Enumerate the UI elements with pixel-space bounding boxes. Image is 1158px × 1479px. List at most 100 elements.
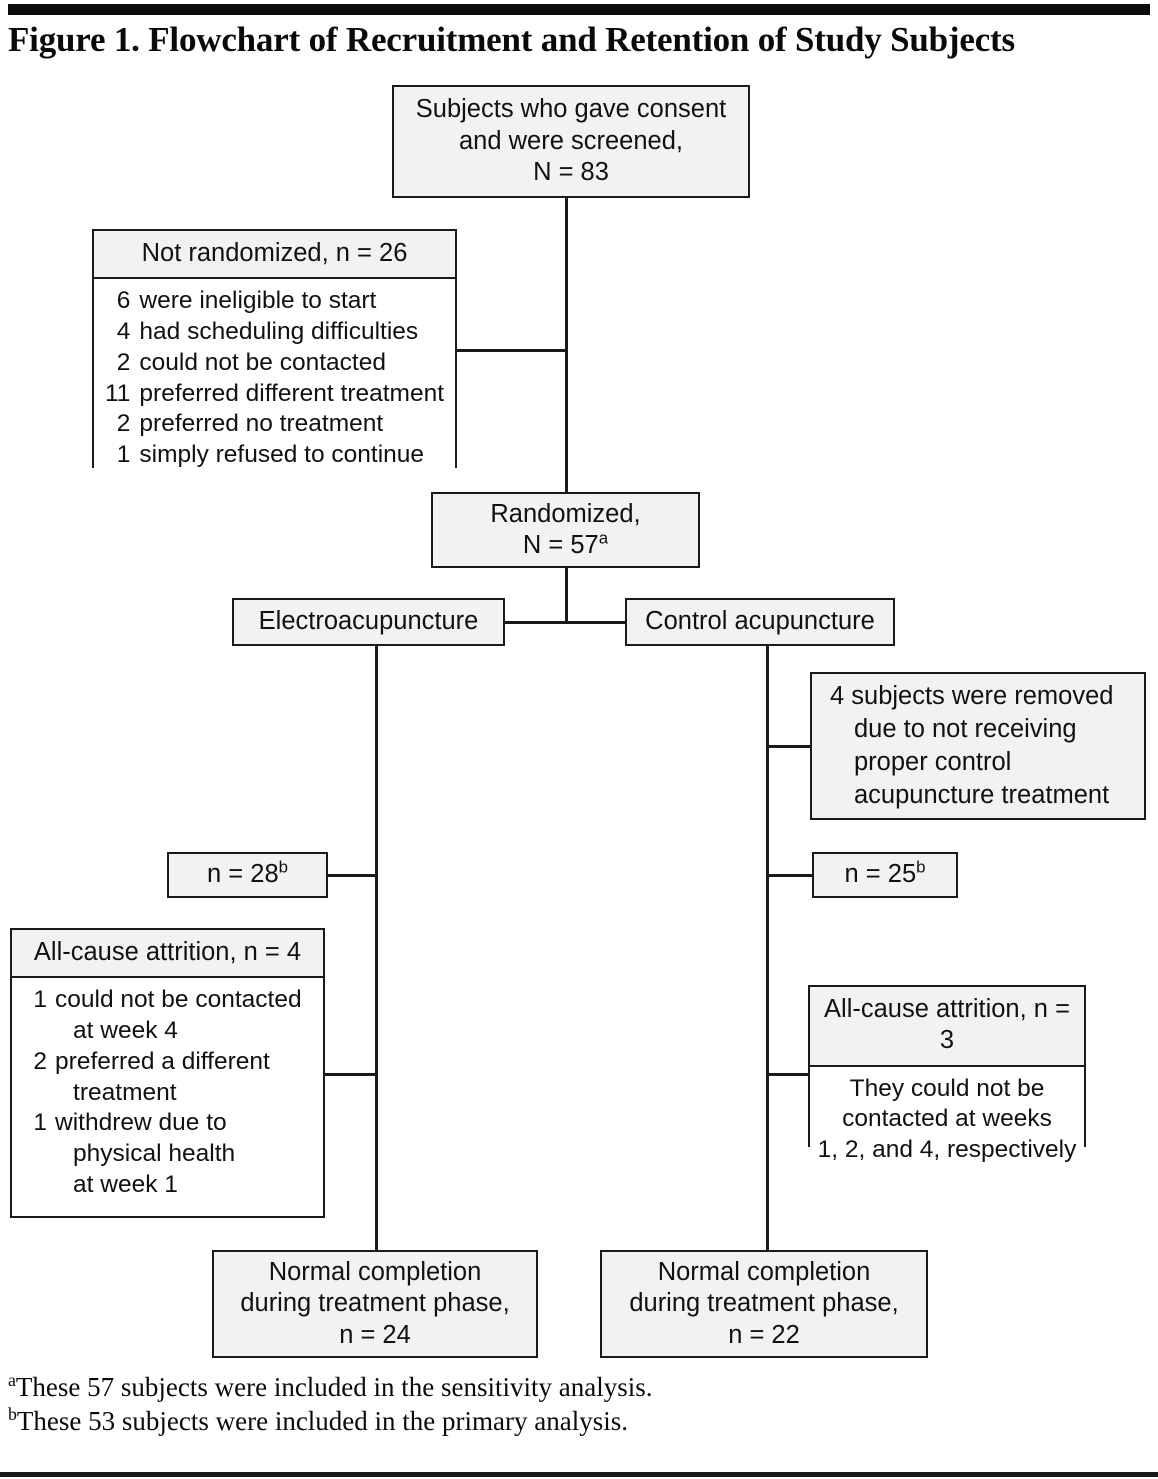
ea-attrition-header-line-1: All-cause attrition,: [33, 938, 237, 966]
ea-n-value: n = 28: [207, 860, 279, 889]
attrition-text-line: at week 1: [73, 1170, 178, 1198]
reason-text: had scheduling difficulties: [139, 318, 419, 346]
reason-row: 2 could not be contacted: [105, 348, 444, 379]
ea-attrition-header: All-cause attrition, n = 4: [12, 930, 323, 979]
ca-complete-line-2: during treatment phase,: [629, 1289, 899, 1318]
removed-control-text: 4 subjects were removed due to not recei…: [830, 680, 1113, 813]
ca-attrition-header: All-cause attrition, n = 3: [810, 987, 1084, 1067]
figure-title: Figure 1. Flowchart of Recruitment and R…: [8, 20, 1015, 59]
ca-attrition-body-line-1: They could not be: [849, 1074, 1045, 1102]
footnote-b-text: These 53 subjects were included in the p…: [16, 1406, 628, 1437]
ca-complete-line-1: Normal completion: [657, 1257, 871, 1286]
removed-control-line-4: acupuncture treatment: [854, 781, 1110, 810]
footnote-marker-b: b: [278, 857, 288, 877]
reason-text: preferred different treatment: [139, 379, 445, 407]
attrition-text-line: could not be contacted: [55, 986, 302, 1014]
ea-attrition-header-line-2: n = 4: [243, 938, 302, 966]
attrition-text-line: preferred a different: [55, 1047, 270, 1075]
ca-attrition-body: They could not be contacted at weeks 1, …: [810, 1066, 1084, 1174]
box-ca-n: n = 25b: [812, 852, 958, 898]
reason-count: 2: [116, 348, 131, 376]
reason-count: 4: [116, 318, 131, 346]
screened-line-1: Subjects who gave consent: [415, 95, 727, 124]
footnote-b-marker: b: [8, 1404, 17, 1425]
reason-text: preferred no treatment: [139, 410, 384, 438]
ca-complete-line-3: n = 22: [728, 1320, 800, 1349]
box-subjects-screened: Subjects who gave consent and were scree…: [392, 85, 750, 198]
reason-text: were ineligible to start: [139, 287, 377, 315]
ea-complete-line-1: Normal completion: [268, 1257, 482, 1286]
removed-control-line-2: due to not receiving: [854, 714, 1077, 743]
randomized-line-1: Randomized,: [490, 499, 641, 528]
footnote-marker-b: b: [916, 857, 926, 877]
reason-text: simply refused to continue: [139, 441, 425, 469]
connector-ca-spine-to-removed: [766, 745, 812, 748]
footnote-a-text: These 57 subjects were included in the s…: [15, 1372, 653, 1402]
box-ea-n: n = 28b: [167, 852, 328, 898]
box-randomized: Randomized, N = 57a: [431, 492, 700, 568]
connector-arm-split-bar: [505, 621, 627, 624]
not-randomized-reason-list: 6 were ineligible to start 4 had schedul…: [105, 286, 444, 470]
connector-randomized-to-arms: [565, 568, 568, 622]
box-not-randomized: Not randomized, n = 26 6 were ineligible…: [92, 229, 457, 479]
screened-line-3: N = 83: [533, 158, 609, 187]
attrition-text-line: physical health: [73, 1140, 236, 1168]
attrition-reason-row: 1 could not be contacted at week 4: [33, 985, 301, 1046]
bottom-rule: [0, 1472, 1158, 1477]
connector-ca-n-to-spine: [766, 874, 814, 877]
reason-text: could not be contacted: [139, 348, 386, 376]
screened-line-2: and were screened,: [459, 126, 683, 155]
reason-count: 2: [116, 410, 131, 438]
box-removed-control: 4 subjects were removed due to not recei…: [810, 672, 1146, 820]
footnote-a-marker: a: [8, 1370, 16, 1390]
not-randomized-header: Not randomized, n = 26: [94, 231, 455, 280]
attrition-count: 1: [33, 1109, 48, 1137]
attrition-count: 1: [33, 986, 48, 1014]
top-rule: [8, 4, 1150, 15]
ca-n-label: n = 25b: [845, 859, 926, 890]
connector-ca-spine: [766, 646, 769, 1250]
randomized-line-2: N = 57a: [523, 530, 608, 561]
ea-complete-line-2: during treatment phase,: [240, 1289, 510, 1318]
footnote-a: aThese 57 subjects were included in the …: [8, 1370, 1148, 1404]
figure-footnotes: aThese 57 subjects were included in the …: [8, 1370, 1148, 1438]
ca-attrition-header-line-2: n = 3: [939, 995, 1070, 1055]
box-ea-attrition: All-cause attrition, n = 4 1 could not b…: [10, 928, 325, 1218]
ea-attrition-reason-list: 1 could not be contacted at week 4 2 pre…: [33, 985, 301, 1200]
control-acupuncture-label: Control acupuncture: [645, 607, 875, 636]
attrition-text-line: treatment: [73, 1078, 177, 1106]
attrition-reason-row: 2 preferred a different treatment: [33, 1047, 301, 1108]
reason-row: 11 preferred different treatment: [105, 379, 444, 410]
ca-attrition-header-line-1: All-cause attrition,: [824, 995, 1027, 1023]
attrition-text-line: withdrew due to: [55, 1109, 227, 1137]
ca-attrition-body-line-3: 1, 2, and 4, respectively: [817, 1136, 1077, 1164]
connector-ea-spine: [375, 646, 378, 1250]
removed-control-line-3: proper control: [854, 748, 1012, 776]
reason-count: 6: [116, 287, 131, 315]
box-ca-attrition: All-cause attrition, n = 3 They could no…: [808, 985, 1086, 1174]
reason-row: 4 had scheduling difficulties: [105, 317, 444, 348]
attrition-reason-row: 1 withdrew due to physical health at wee…: [33, 1108, 301, 1200]
ea-attrition-body: 1 could not be contacted at week 4 2 pre…: [12, 978, 323, 1216]
reason-row: 2 preferred no treatment: [105, 409, 444, 440]
connector-ea-attrition-to-spine: [325, 1073, 377, 1076]
electroacupuncture-label: Electroacupuncture: [258, 607, 479, 636]
box-ea-normal-completion: Normal completion during treatment phase…: [212, 1250, 538, 1358]
not-randomized-body: 6 were ineligible to start 4 had schedul…: [94, 279, 455, 479]
ea-complete-line-3: n = 24: [339, 1320, 411, 1349]
randomized-n: N = 57: [522, 531, 599, 559]
attrition-text-line: at week 4: [73, 1017, 178, 1045]
reason-row: 1 simply refused to continue: [105, 440, 444, 471]
attrition-text: could not be contacted at week 4: [55, 985, 302, 1046]
box-electroacupuncture: Electroacupuncture: [232, 598, 505, 646]
footnote-marker-a: a: [598, 528, 609, 548]
attrition-text: preferred a different treatment: [55, 1047, 302, 1108]
connector-screened-to-randomized: [565, 198, 568, 492]
reason-row: 6 were ineligible to start: [105, 286, 444, 317]
attrition-count: 2: [33, 1047, 48, 1075]
ca-attrition-body-line-2: contacted at weeks: [842, 1105, 1052, 1133]
ea-n-label: n = 28b: [207, 859, 288, 890]
connector-ea-n-to-spine: [328, 874, 377, 877]
reason-count: 1: [116, 441, 131, 469]
